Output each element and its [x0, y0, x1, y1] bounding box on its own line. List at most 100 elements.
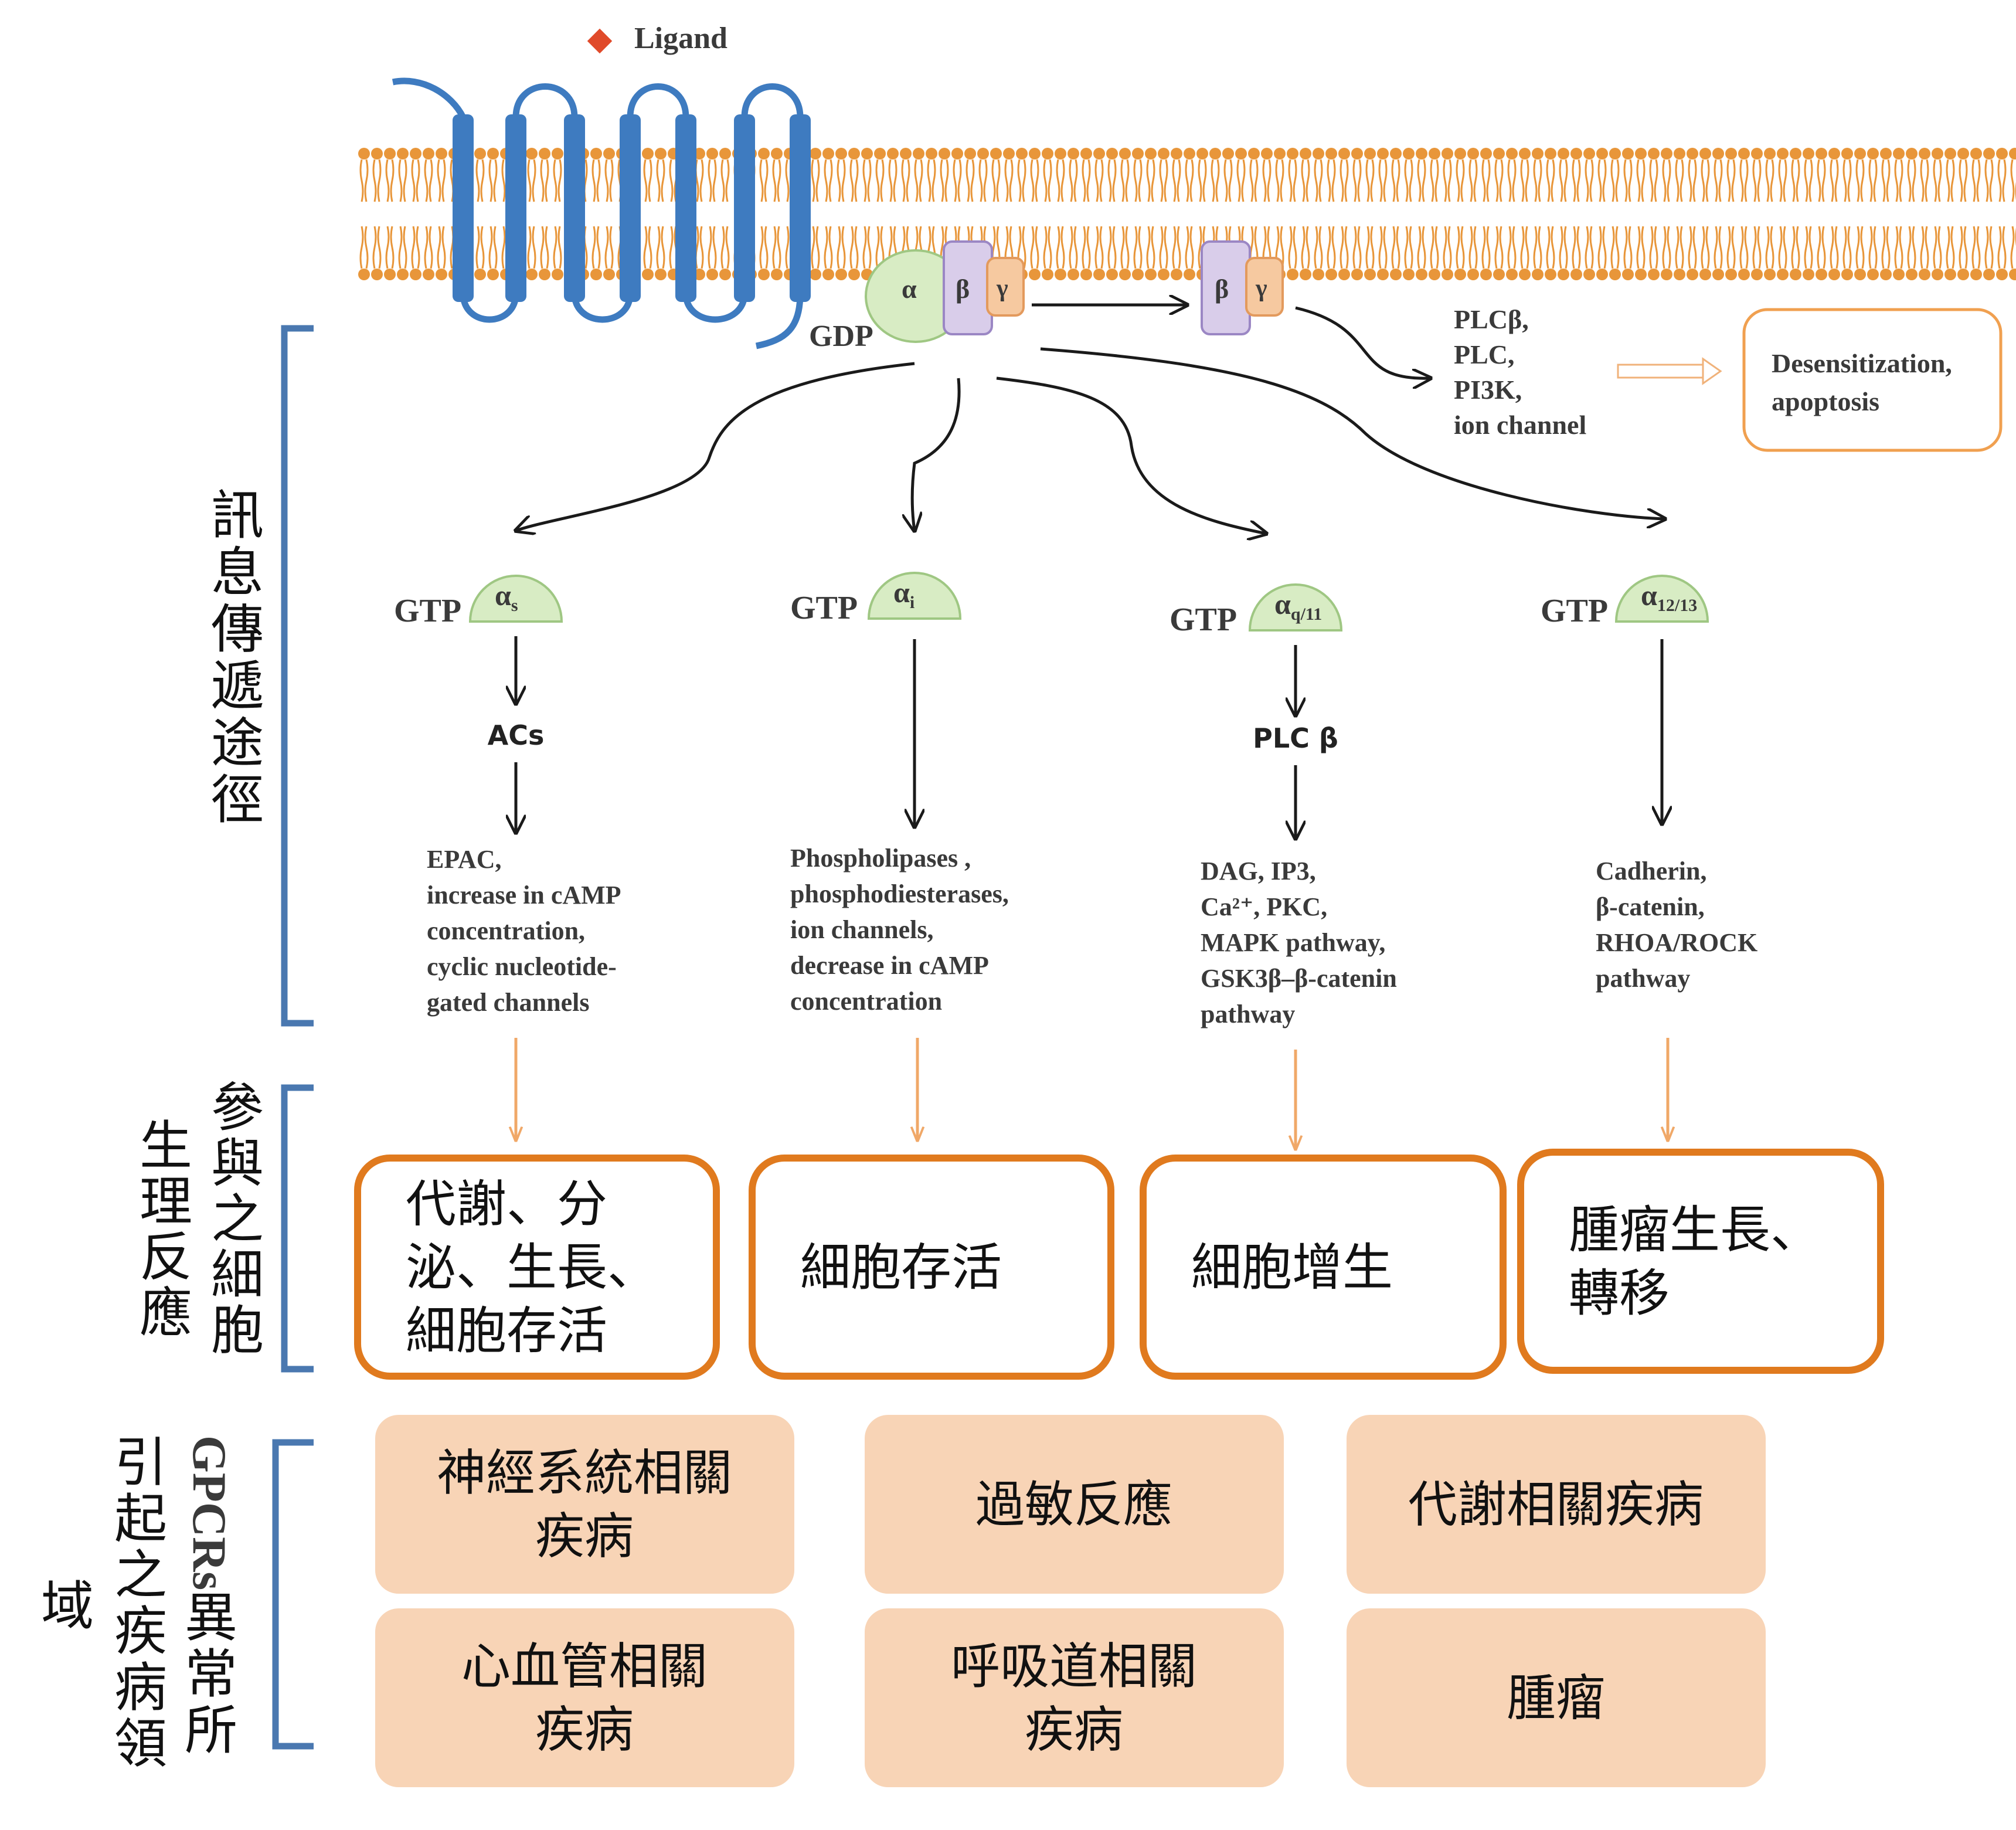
- ligand-icon: [587, 28, 613, 54]
- response-text: 細胞增生: [1191, 1238, 1393, 1297]
- section-label-char: 訊: [211, 485, 264, 546]
- section-label-char: 所: [185, 1700, 237, 1761]
- free-beta-label: β: [1215, 274, 1229, 304]
- response-text: 轉移: [1569, 1264, 1670, 1323]
- alpha-subscript: 12/13: [1657, 596, 1697, 615]
- mediator-label: ACs: [488, 719, 545, 751]
- disease-text: 心血管相關: [461, 1638, 708, 1695]
- effect-line: decrease in cAMP: [790, 951, 989, 980]
- gamma-subunit-label: γ: [996, 275, 1008, 302]
- section-label-char: 途: [211, 712, 264, 774]
- effect-line: pathway: [1596, 964, 1690, 993]
- pathway-column: α12/13GTPCadherin,β-catenin,RHOA/ROCKpat…: [1541, 575, 1757, 1140]
- section-label-char: 參: [211, 1077, 264, 1139]
- effector-item: ion channel: [1454, 410, 1586, 440]
- effect-line: Phospholipases ,: [790, 844, 971, 872]
- section-label-char: 疾: [114, 1601, 167, 1662]
- alpha-main: α: [495, 579, 511, 612]
- effector-item: PLCβ,: [1454, 304, 1529, 334]
- disease-box: 腫瘤: [1347, 1608, 1766, 1787]
- outcome-text: apoptosis: [1772, 386, 1879, 416]
- effect-line: GSK3β–β-catenin: [1201, 964, 1397, 993]
- response-text: 泌、生長、: [406, 1238, 658, 1297]
- response-box-frame: [1140, 1155, 1507, 1380]
- disease-text: 疾病: [535, 1701, 634, 1758]
- effect-line: MAPK pathway,: [1201, 928, 1385, 957]
- disease-box-bg: [375, 1415, 794, 1594]
- disease-text: 過敏反應: [975, 1476, 1172, 1533]
- disease-box: 代謝相關疾病: [1347, 1415, 1766, 1594]
- effect-line: ion channels,: [790, 915, 934, 944]
- g-protein-complex: α β γ GDP: [809, 240, 1025, 353]
- section-label-char: 常: [185, 1644, 237, 1705]
- effect-line: DAG, IP3,: [1201, 857, 1316, 885]
- disease-text: 代謝相關疾病: [1408, 1476, 1704, 1533]
- section-label-char: 域: [41, 1576, 94, 1637]
- section-label-char: 徑: [211, 769, 264, 831]
- response-text: 腫瘤生長、: [1569, 1201, 1821, 1259]
- response-text: 代謝、分: [406, 1175, 607, 1234]
- alpha-subunit-label: αq/11: [1274, 588, 1322, 624]
- effect-line: pathway: [1201, 1000, 1295, 1028]
- effect-line: Cadherin,: [1596, 857, 1706, 885]
- section-label-char: 傳: [211, 599, 264, 660]
- section-label-char: 之: [211, 1189, 264, 1250]
- receptor-helices: [453, 114, 811, 302]
- effect-line: EPAC,: [427, 845, 502, 874]
- cell-response-box: 細胞存活: [749, 1155, 1114, 1380]
- section-label-char: 遞: [211, 656, 264, 717]
- alpha-subscript: i: [910, 593, 914, 612]
- outcome-text: Desensitization,: [1772, 348, 1952, 378]
- alpha-subunit-icon: [468, 575, 563, 623]
- disease-box-bg: [375, 1608, 794, 1787]
- response-text: 細胞存活: [800, 1238, 1002, 1297]
- beta-subunit-label: β: [956, 274, 970, 304]
- section-label-char: 與: [211, 1133, 264, 1194]
- section-label-char: 胞: [211, 1300, 264, 1362]
- effect-line: RHOA/ROCK: [1596, 928, 1757, 957]
- beta-gamma-dimer: β γ: [1201, 240, 1284, 335]
- cell-membrane: [358, 147, 2016, 281]
- disease-text: 疾病: [535, 1508, 634, 1565]
- section-label-char: 引: [114, 1432, 167, 1493]
- mediator-label: PLC β: [1253, 722, 1338, 754]
- disease-text: 疾病: [1025, 1701, 1123, 1758]
- response-box-frame: [1517, 1149, 1884, 1374]
- ligand-label: Ligand: [634, 22, 727, 55]
- response-box-frame: [749, 1155, 1114, 1380]
- section-label-char: 細: [211, 1244, 264, 1306]
- section-label-char: 應: [140, 1282, 192, 1344]
- gpcrs-vertical-label: GPCRs: [183, 1435, 236, 1590]
- effect-line: concentration: [790, 987, 942, 1016]
- section-label-char: 異: [185, 1587, 237, 1649]
- effector-item: PI3K,: [1454, 375, 1522, 405]
- alpha-main: α: [1274, 588, 1291, 620]
- effect-line: increase in cAMP: [427, 881, 621, 909]
- effect-line: gated channels: [427, 988, 589, 1017]
- alpha-subunit-label: αs: [495, 579, 518, 615]
- section-label-char: 生: [140, 1115, 192, 1177]
- alpha-subscript: q/11: [1291, 605, 1322, 624]
- response-text: 細胞存活: [406, 1302, 607, 1360]
- alpha-subscript: s: [511, 596, 518, 615]
- gdp-label: GDP: [809, 320, 873, 353]
- alpha-subunit-icon: [1614, 575, 1709, 623]
- section-label-char: 之: [114, 1544, 167, 1606]
- top-arrows: [516, 305, 1665, 534]
- disease-text: 呼吸道相關: [951, 1638, 1197, 1695]
- section-label-char: 反: [140, 1227, 192, 1288]
- effect-line: phosphodiesterases,: [790, 880, 1009, 908]
- outcome-box: [1742, 308, 2003, 452]
- cell-response-box: 代謝、分泌、生長、細胞存活: [354, 1155, 720, 1380]
- alpha-subunit-icon: [1248, 583, 1343, 631]
- hollow-arrow: [1617, 357, 1722, 385]
- free-gamma-label: γ: [1255, 275, 1267, 302]
- section-label-char: 領: [114, 1713, 167, 1775]
- disease-box-bg: [1347, 1608, 1766, 1787]
